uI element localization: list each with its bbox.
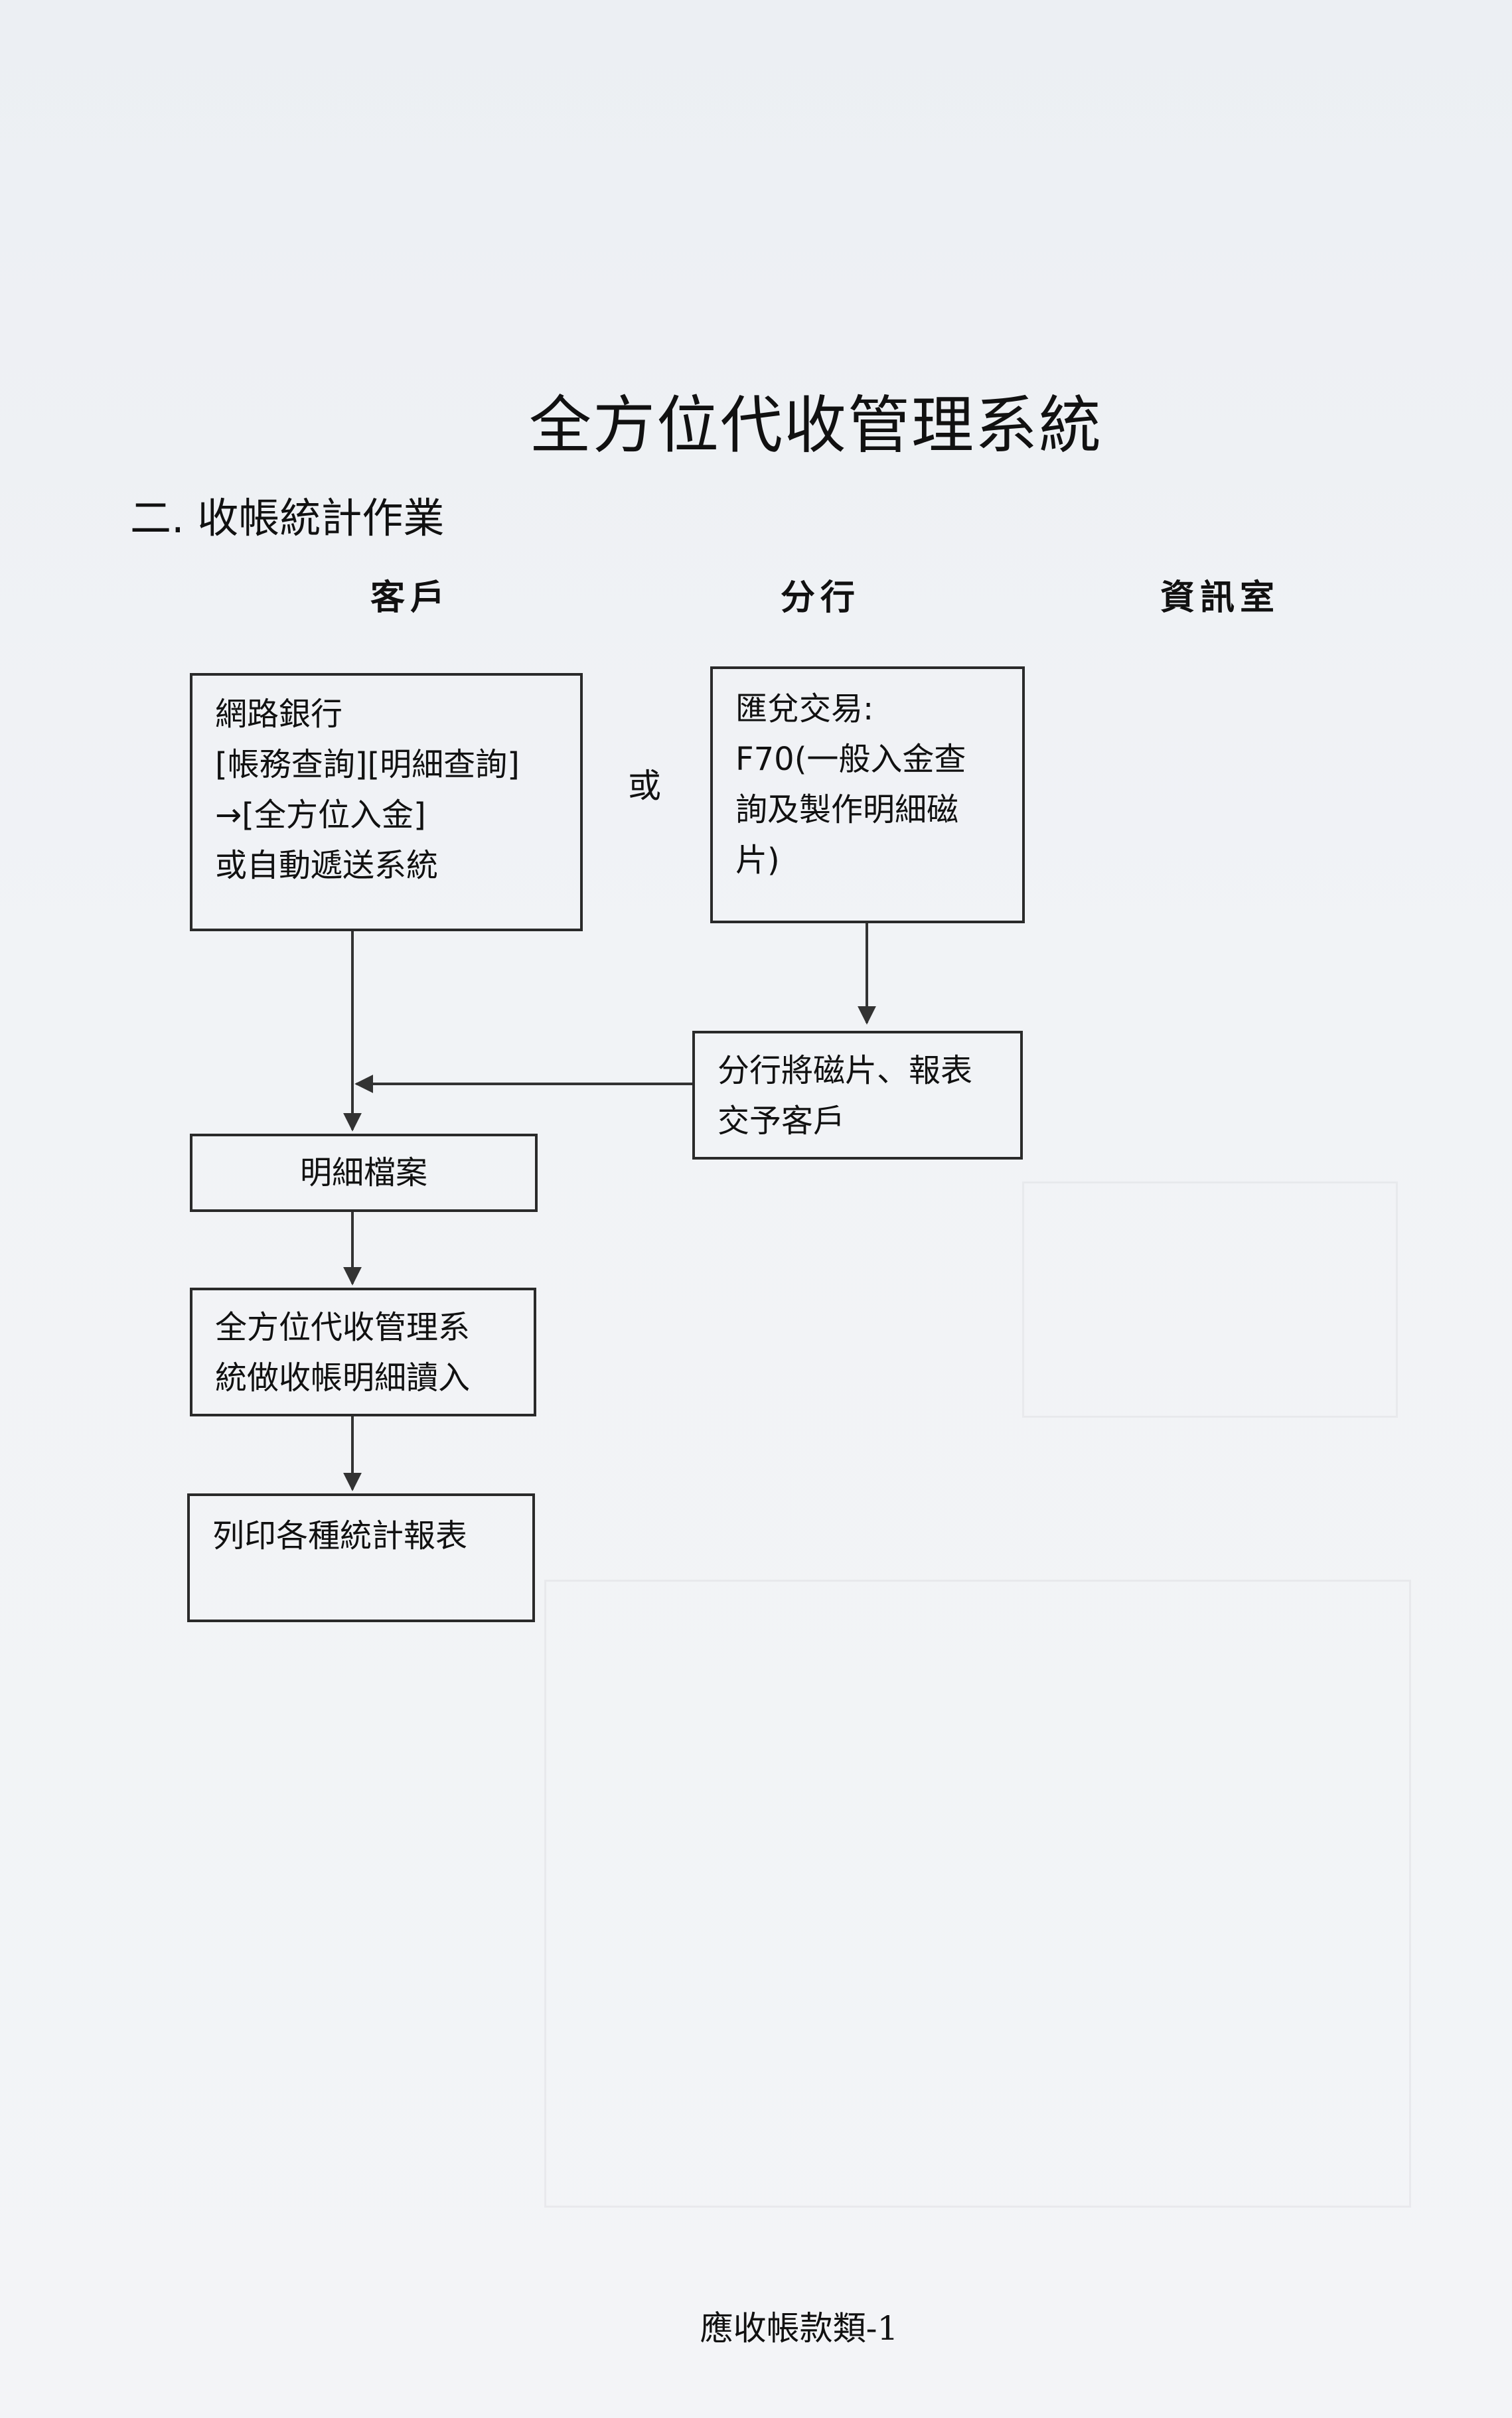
bleed-through-panel bbox=[544, 1580, 1411, 2208]
page-footer: 應收帳款類-1 bbox=[700, 2309, 899, 2348]
box-branch-handover: 分行將磁片、報表 交予客戶 bbox=[692, 1031, 1023, 1160]
box-system-read: 全方位代收管理系 統做收帳明細讀入 bbox=[190, 1288, 536, 1416]
box-detail-file: 明細檔案 bbox=[190, 1134, 538, 1212]
column-header-it-office: 資訊室 bbox=[1160, 578, 1280, 618]
box-remittance: 匯兌交易: F70(一般入金查 詢及製作明細磁 片) bbox=[710, 666, 1025, 923]
or-label: 或 bbox=[628, 767, 661, 805]
column-header-branch: 分行 bbox=[781, 578, 861, 618]
box-online-banking: 網路銀行 [帳務查詢][明細查詢] →[全方位入金] 或自動遞送系統 bbox=[190, 673, 583, 931]
box-print-reports: 列印各種統計報表 bbox=[187, 1493, 535, 1622]
page-title: 全方位代收管理系統 bbox=[528, 390, 1102, 462]
section-heading: 二. 收帳統計作業 bbox=[130, 494, 445, 542]
bleed-through-panel bbox=[1022, 1181, 1398, 1418]
column-header-customer: 客戶 bbox=[370, 578, 451, 618]
